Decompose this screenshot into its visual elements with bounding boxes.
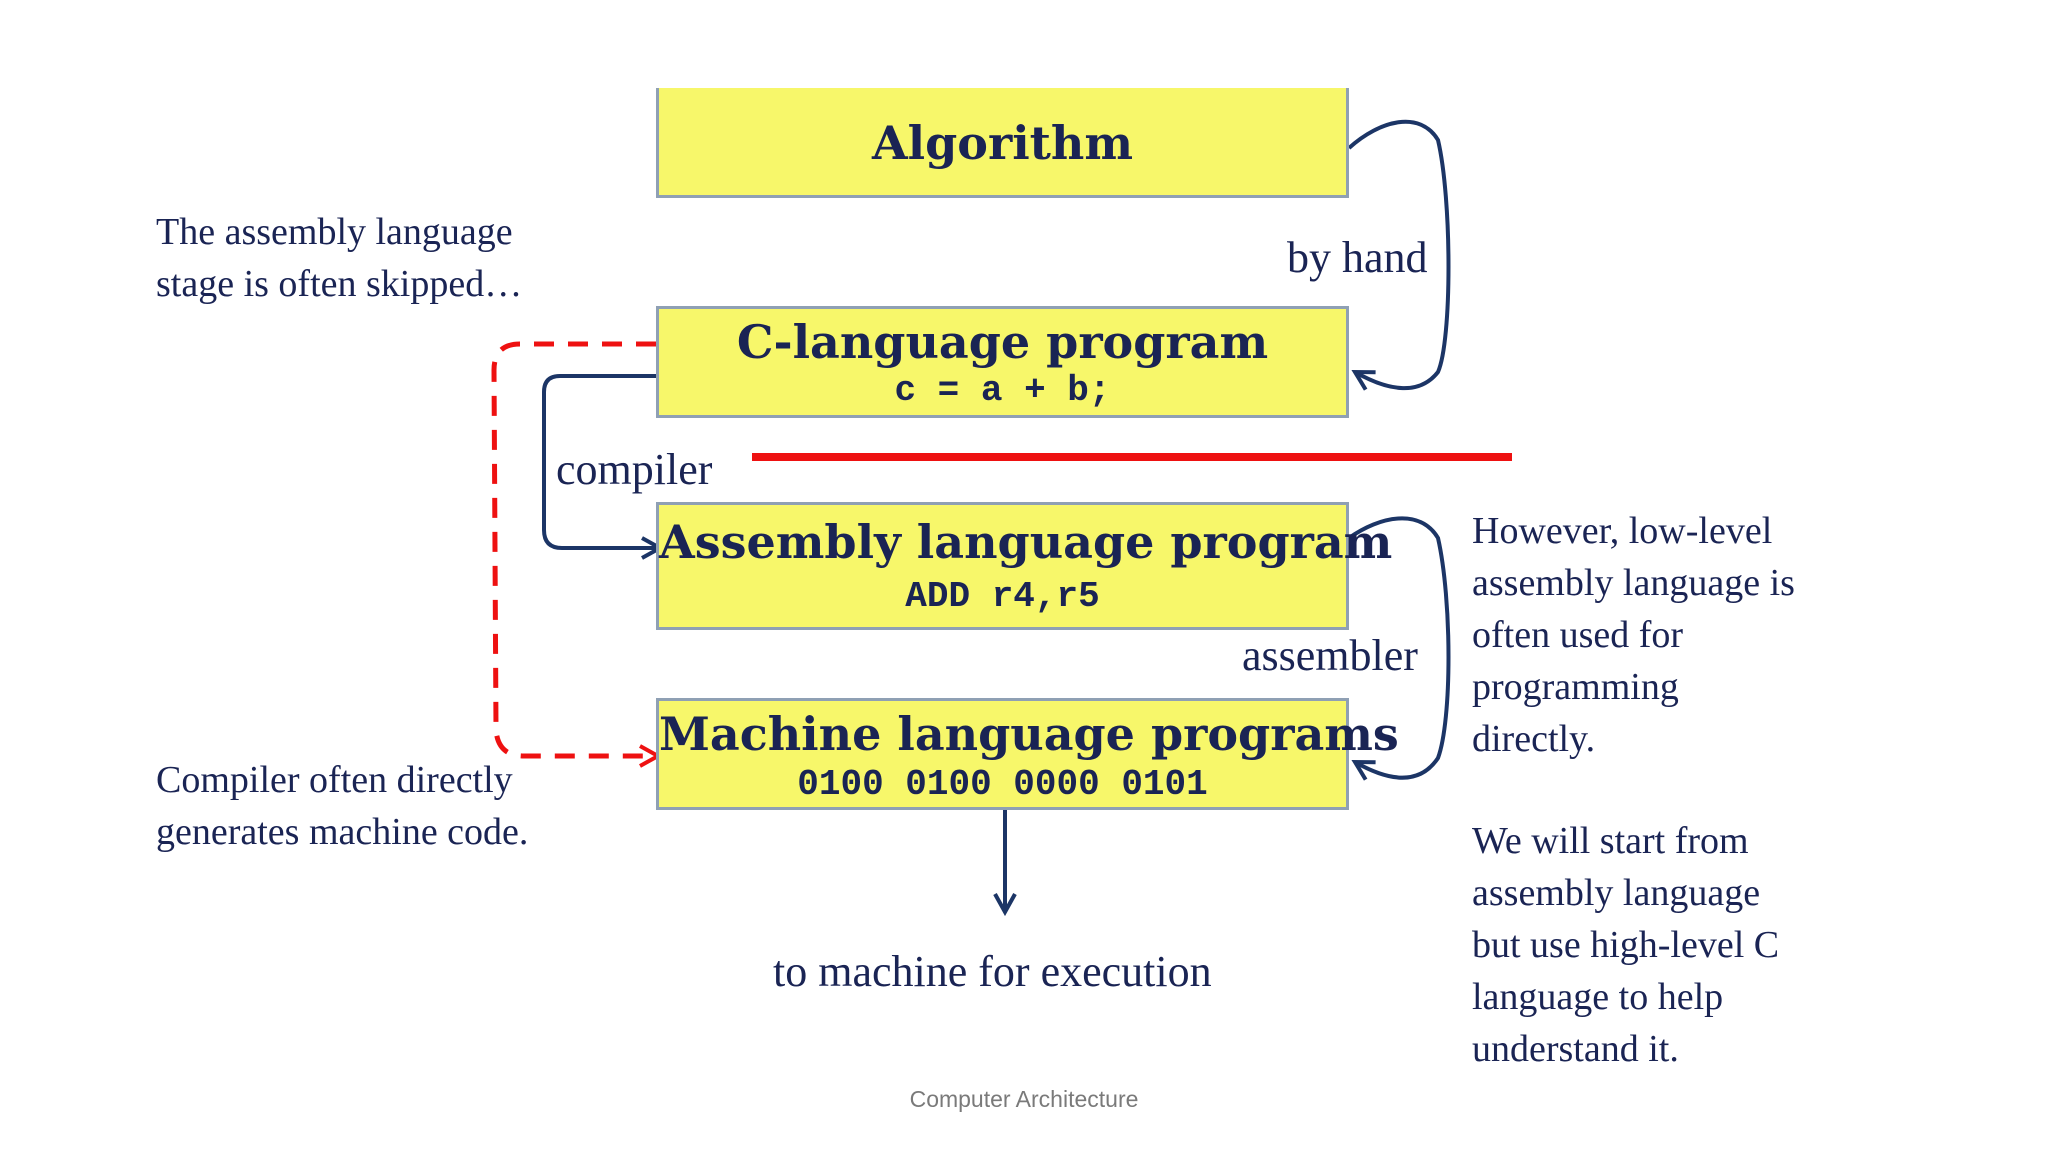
note-line: assembly language [1472,872,1761,914]
machine-program-box: Machine language programs 0100 0100 0000… [656,698,1399,810]
direct-compile-arrow [491,341,658,756]
note-line: assembly language is [1472,562,1795,604]
assembly-program-title: Assembly language program [659,515,1393,569]
note-line: but use high-level C [1472,924,1780,966]
execution-label: to machine for execution [773,947,1212,996]
note-assembly-skipped: The assembly language stage is often ski… [156,206,522,310]
c-program-code: c = a + b; [894,370,1111,411]
note-however: However, low-level assembly language is … [1472,505,1795,765]
algorithm-box: Algorithm [656,88,1349,198]
assembler-label: assembler [1242,631,1418,680]
c-program-title: C-language program [736,315,1269,369]
assembler-arrow [1347,516,1451,777]
by-hand-arrow [1347,119,1451,388]
compiler-label: compiler [556,445,713,494]
assembly-program-box: Assembly language program ADD r4,r5 [656,502,1393,630]
algorithm-title: Algorithm [871,116,1134,170]
note-line: language to help [1472,976,1724,1018]
note-line: Compiler often directly [156,759,513,801]
note-line: The assembly language [156,211,513,253]
note-compiler-direct: Compiler often directly generates machin… [156,754,528,858]
note-line: stage is often skipped… [156,263,523,305]
slide-footer: Computer Architecture [909,1086,1139,1112]
note-line: often used for [1472,614,1684,656]
note-line: However, low-level [1472,510,1773,552]
note-line: generates machine code. [156,811,529,853]
compiler-arrow [542,374,660,548]
note-line: directly. [1472,718,1596,760]
note-line: understand it. [1472,1028,1679,1070]
assembly-program-code: ADD r4,r5 [905,576,1100,617]
note-start: We will start from assembly language but… [1472,815,1779,1075]
c-program-box: C-language program c = a + b; [656,306,1349,418]
note-line: programming [1472,666,1679,708]
machine-program-title: Machine language programs [659,707,1399,761]
by-hand-label: by hand [1287,233,1428,282]
note-line: We will start from [1472,820,1749,862]
machine-program-code: 0100 0100 0000 0101 [797,764,1208,805]
